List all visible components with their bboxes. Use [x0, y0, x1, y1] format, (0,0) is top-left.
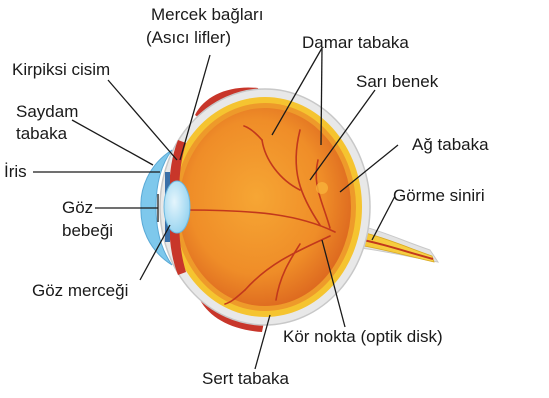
label-macula: Sarı benek: [356, 72, 438, 92]
lens-shape: [164, 181, 190, 233]
label-pupil-1: Göz: [62, 198, 93, 218]
label-pupil-2: bebeği: [62, 221, 113, 241]
label-cornea-2: tabaka: [16, 124, 67, 144]
macula-spot: [316, 182, 328, 194]
label-optic-nerve: Görme siniri: [393, 186, 485, 206]
label-cornea-1: Saydam: [16, 102, 78, 122]
label-choroid: Damar tabaka: [302, 33, 409, 53]
vitreous-shape: [179, 108, 351, 306]
label-retina: Ağ tabaka: [412, 135, 489, 155]
label-ciliary-body: Kirpiksi cisim: [12, 60, 110, 80]
label-iris: İris: [4, 162, 27, 182]
label-blind-spot: Kör nokta (optik disk): [283, 327, 443, 347]
label-lens-ligaments-1: Mercek bağları: [151, 5, 263, 25]
label-lens: Göz merceği: [32, 281, 128, 301]
label-sclera: Sert tabaka: [202, 369, 289, 389]
label-lens-ligaments-2: (Asıcı lifler): [146, 28, 231, 48]
